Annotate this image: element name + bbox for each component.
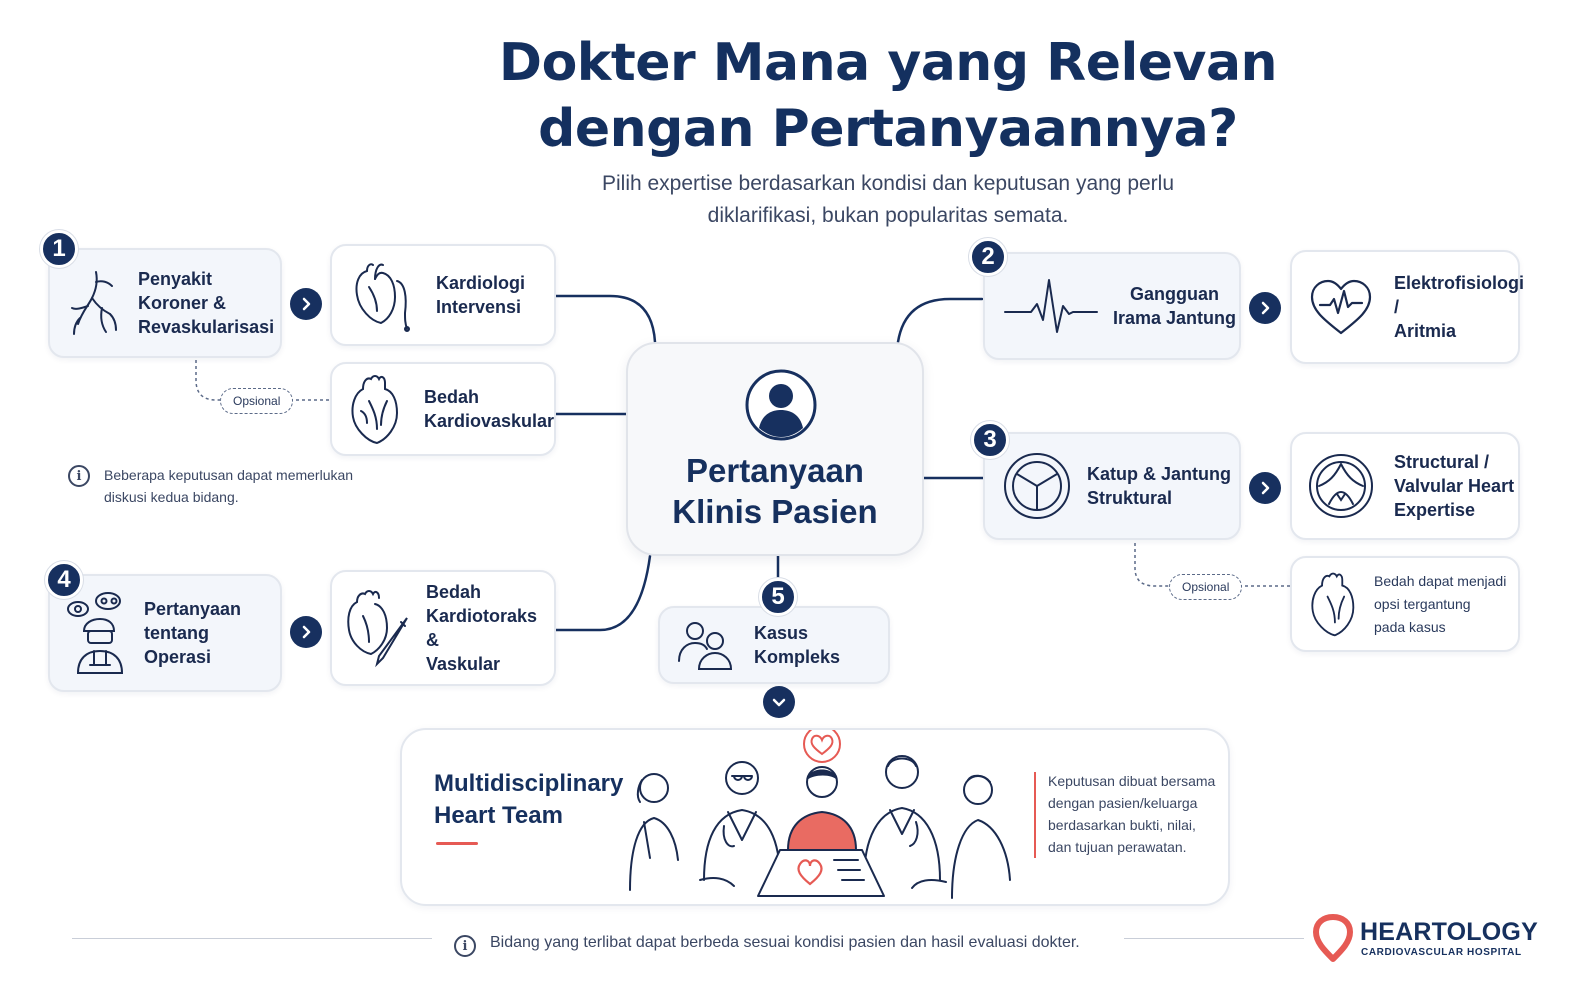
condition-label-line: Penyakit Koroner & <box>138 269 227 313</box>
person-icon <box>744 368 818 442</box>
heartology-logo-icon <box>1312 914 1354 962</box>
heart-team-card: Multidisciplinary Heart Team <box>400 728 1230 906</box>
info-icon: i <box>68 465 90 487</box>
specialist-note-line: pada kasus <box>1374 618 1446 635</box>
specialist-label-line: Intervensi <box>436 297 522 317</box>
heart-valve-icon <box>1001 450 1073 522</box>
specialist-label-line: Vaskular <box>426 654 501 674</box>
heart-catheter-icon <box>346 255 416 335</box>
team-note-line: Keputusan dibuat bersama <box>1048 773 1216 789</box>
specialist-label-line: Bedah <box>426 582 482 602</box>
page-subtitle: Pilih expertise berdasarkan kondisi dan … <box>0 168 1586 232</box>
center-title-line: Pertanyaan <box>686 452 864 489</box>
condition-card-complex-case[interactable]: Kasus Kompleks <box>658 606 890 684</box>
condition-label-line: tentang Operasi <box>144 623 212 667</box>
condition-card-valve-structural[interactable]: Katup & Jantung Struktural <box>983 432 1241 540</box>
specialist-card-interventional-cardiology[interactable]: Kardiologi Intervensi <box>330 244 556 346</box>
group-icon <box>674 615 738 675</box>
heart-rhythm-icon <box>1306 272 1376 342</box>
surgeon-icon <box>62 588 138 678</box>
specialist-card-surgery-option[interactable]: Bedah dapat menjadi opsi tergantung pada… <box>1290 556 1520 652</box>
chevron-right-icon[interactable] <box>1249 472 1281 504</box>
specialist-label-line: Elektrofisiologi / <box>1394 273 1525 317</box>
specialist-label-line: Structural / <box>1394 452 1490 472</box>
team-note-accent-bar <box>1034 772 1036 858</box>
condition-label-line: Kompleks <box>754 647 841 667</box>
condition-label-line: Revaskularisasi <box>138 317 275 337</box>
specialist-label-line: Valvular Heart <box>1394 476 1515 496</box>
condition-card-arrhythmia[interactable]: Gangguan Irama Jantung <box>983 252 1241 360</box>
subtitle-line-1: Pilih expertise berdasarkan kondisi dan … <box>601 172 1175 195</box>
condition-label-line: Irama Jantung <box>1113 308 1237 328</box>
condition-label-line: Kasus <box>754 623 809 643</box>
step-badge-1: 1 <box>40 230 78 268</box>
chevron-down-icon[interactable] <box>763 686 795 718</box>
team-title-underline <box>436 842 478 845</box>
anatomical-heart-icon <box>1304 566 1364 642</box>
specialist-card-cardiovascular-surgery[interactable]: Bedah Kardiovaskular <box>330 362 556 456</box>
anatomical-heart-icon <box>344 369 408 449</box>
team-note-line: dengan pasien/keluarga <box>1048 795 1198 811</box>
step-badge-3: 3 <box>971 421 1009 459</box>
valve-expertise-icon <box>1306 451 1376 521</box>
specialist-card-electrophysiology[interactable]: Elektrofisiologi / Aritmia <box>1290 250 1524 364</box>
note-two-fields: Beberapa keputusan dapat memerlukan disk… <box>104 464 353 508</box>
condition-card-coronary[interactable]: Penyakit Koroner & Revaskularisasi <box>48 248 282 358</box>
team-title: Multidisciplinary Heart Team <box>434 768 623 832</box>
title-line-2: dengan Pertanyaannya? <box>538 99 1238 159</box>
specialist-note-line: Bedah dapat menjadi <box>1374 572 1507 589</box>
team-note: Keputusan dibuat bersama dengan pasien/k… <box>1048 770 1215 858</box>
specialist-label-line: Expertise <box>1394 500 1476 520</box>
ecg-waveform-icon <box>1003 271 1099 341</box>
footer-divider-left <box>72 938 432 939</box>
condition-card-surgery-question[interactable]: Pertanyaan tentang Operasi <box>48 574 282 692</box>
optional-pill-left: Opsional <box>220 388 294 414</box>
info-icon: i <box>454 935 476 957</box>
footer-divider-right <box>1124 938 1304 939</box>
chevron-right-icon[interactable] <box>290 288 322 320</box>
specialist-label-line: Kardiovaskular <box>424 411 555 431</box>
condition-label-line: Struktural <box>1087 488 1173 508</box>
team-note-line: berdasarkan bukti, nilai, <box>1048 817 1196 833</box>
title-line-1: Dokter Mana yang Relevan <box>498 33 1278 93</box>
optional-pill-right: Opsional <box>1169 574 1243 600</box>
page-title: Dokter Mana yang Relevan dengan Pertanya… <box>0 30 1586 162</box>
team-title-line: Multidisciplinary <box>434 770 624 797</box>
footer-disclaimer: Bidang yang terlibat dapat berbeda sesua… <box>490 934 1080 951</box>
center-card-patient-question[interactable]: Pertanyaan Klinis Pasien <box>626 342 924 556</box>
step-badge-4: 4 <box>45 561 83 599</box>
step-badge-2: 2 <box>969 238 1007 276</box>
chevron-right-icon[interactable] <box>1249 292 1281 324</box>
team-title-line: Heart Team <box>434 802 563 829</box>
condition-label-line: Pertanyaan <box>144 599 242 619</box>
specialist-note-line: opsi tergantung <box>1374 595 1471 612</box>
center-title-line: Klinis Pasien <box>672 493 878 530</box>
chevron-right-icon[interactable] <box>290 616 322 648</box>
team-note-line: dan tujuan perawatan. <box>1048 839 1187 855</box>
note-line: Beberapa keputusan dapat memerlukan <box>104 467 354 483</box>
specialist-card-structural-valvular[interactable]: Structural / Valvular Heart Expertise <box>1290 432 1520 540</box>
specialist-card-cardiothoracic-surgery[interactable]: Bedah Kardiotoraks & Vaskular <box>330 570 556 686</box>
specialist-label-line: Aritmia <box>1394 321 1457 341</box>
center-title: Pertanyaan Klinis Pasien <box>628 450 922 532</box>
heart-scalpel-icon <box>342 586 414 670</box>
specialist-label-line: Kardiotoraks & <box>426 606 538 650</box>
logo-name: HEARTOLOGY <box>1360 918 1538 946</box>
specialist-label-line: Bedah <box>424 387 480 407</box>
subtitle-line-2: diklarifikasi, bukan popularitas semata. <box>707 204 1069 227</box>
condition-label-line: Gangguan <box>1130 284 1220 304</box>
team-illustration <box>629 730 1011 899</box>
note-line: diskusi kedua bidang. <box>104 489 239 505</box>
logo-subtitle: CARDIOVASCULAR HOSPITAL <box>1361 947 1522 958</box>
condition-label-line: Katup & Jantung <box>1087 464 1231 484</box>
coronary-artery-icon <box>58 263 130 343</box>
step-badge-5: 5 <box>759 578 797 616</box>
specialist-label-line: Kardiologi <box>436 273 525 293</box>
